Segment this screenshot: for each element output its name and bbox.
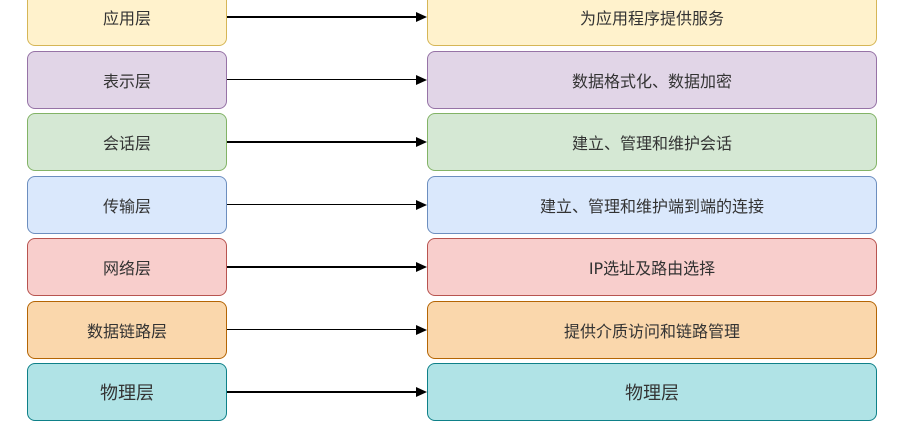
arrow-data-link [227,324,427,336]
osi-layers-diagram: 应用层 为应用程序提供服务 表示层 数据格式化、数据加密 会话层 建立、管理和维… [27,0,877,421]
arrow-line [227,141,417,143]
layer-box-network: 网络层 [27,238,227,296]
desc-box-session: 建立、管理和维护会话 [427,113,877,171]
arrow-application [227,11,427,23]
arrow-head-icon [416,137,427,147]
layer-box-physical: 物理层 [27,363,227,421]
arrow-head-icon [416,262,427,272]
arrow-line [227,16,417,18]
arrow-line [227,203,417,205]
layer-box-session: 会话层 [27,113,227,171]
arrow-presentation [227,74,427,86]
arrow-line [227,78,417,80]
arrow-physical [227,386,427,398]
arrow-network [227,261,427,273]
layer-box-transport: 传输层 [27,175,227,234]
layer-box-data-link: 数据链路层 [27,300,227,359]
layer-box-application: 应用层 [27,0,227,46]
desc-box-data-link: 提供介质访问和链路管理 [427,300,877,359]
desc-box-transport: 建立、管理和维护端到端的连接 [427,175,877,234]
desc-box-application: 为应用程序提供服务 [427,0,877,46]
arrow-head-icon [416,324,427,335]
desc-box-physical: 物理层 [427,363,877,421]
desc-box-network: IP选址及路由选择 [427,238,877,296]
arrow-line [227,391,417,393]
arrow-session [227,136,427,148]
arrow-head-icon [416,12,427,22]
arrow-head-icon [416,387,427,397]
layer-box-presentation: 表示层 [27,50,227,109]
arrow-head-icon [416,74,427,85]
arrow-line [227,266,417,268]
arrow-line [227,328,417,330]
desc-box-presentation: 数据格式化、数据加密 [427,50,877,109]
arrow-transport [227,199,427,211]
arrow-head-icon [416,199,427,210]
